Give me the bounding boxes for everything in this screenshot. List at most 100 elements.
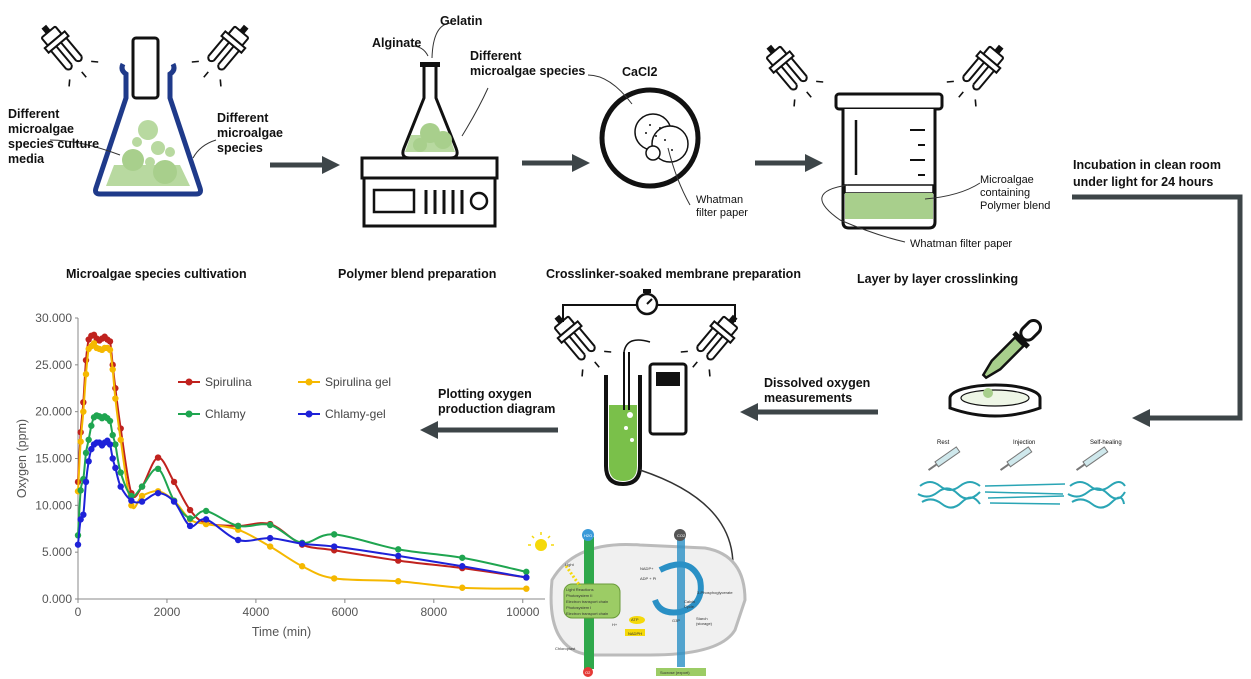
data-point bbox=[106, 417, 114, 425]
data-point bbox=[80, 408, 87, 415]
data-point bbox=[77, 438, 84, 445]
x-tick-label: 8000 bbox=[420, 605, 447, 619]
data-point bbox=[85, 458, 92, 465]
data-point bbox=[395, 557, 402, 564]
data-point bbox=[202, 520, 210, 528]
legend-swatch-marker bbox=[185, 378, 193, 386]
data-point bbox=[202, 516, 210, 523]
x-tick-label: 2000 bbox=[154, 605, 181, 619]
data-point bbox=[186, 515, 194, 522]
series-chlamy bbox=[74, 412, 530, 576]
series-spirulina-gel bbox=[74, 340, 530, 592]
data-point bbox=[77, 487, 84, 494]
data-point bbox=[74, 541, 82, 548]
data-point bbox=[88, 445, 95, 453]
hydrogel-rest-icon bbox=[917, 446, 981, 509]
data-point bbox=[298, 540, 306, 547]
data-point bbox=[82, 371, 90, 378]
svg-text:Starch: Starch bbox=[696, 616, 708, 621]
svg-text:H+: H+ bbox=[612, 622, 618, 627]
data-point bbox=[112, 441, 119, 448]
data-point bbox=[88, 422, 95, 429]
caption-cultivation: Microalgae species cultivation bbox=[66, 267, 247, 281]
svg-text:3-Phosphoglycerate: 3-Phosphoglycerate bbox=[697, 590, 733, 595]
data-point bbox=[109, 455, 116, 462]
data-point bbox=[106, 338, 114, 345]
caption-layer-crosslinking: Layer by layer crosslinking bbox=[857, 272, 1019, 286]
data-point bbox=[77, 516, 84, 523]
data-point bbox=[395, 546, 402, 553]
label-species: Different microalgae species bbox=[217, 111, 284, 155]
data-point bbox=[112, 395, 119, 402]
data-point bbox=[459, 563, 466, 570]
y-tick-label: 25.000 bbox=[35, 358, 72, 372]
label-dissolved-oxygen: Dissolved oxygen measurements bbox=[764, 376, 871, 405]
oxygen-chart: 0.0005.00010.00015.00020.00025.00030.000… bbox=[15, 311, 545, 639]
data-point bbox=[523, 585, 530, 592]
data-point bbox=[186, 522, 194, 530]
svg-text:(storage): (storage) bbox=[696, 621, 713, 626]
data-point bbox=[266, 543, 274, 550]
lamp-icon bbox=[188, 13, 262, 91]
data-point bbox=[117, 436, 124, 443]
svg-text:G3P: G3P bbox=[672, 618, 680, 623]
data-point bbox=[128, 502, 135, 509]
y-tick-label: 0.000 bbox=[42, 592, 72, 606]
data-point bbox=[330, 543, 338, 550]
y-tick-label: 5.000 bbox=[42, 545, 72, 559]
hydrogel-selfheal-icon bbox=[1067, 446, 1126, 509]
data-point bbox=[128, 497, 135, 504]
legend-entry: Chlamy bbox=[178, 407, 246, 421]
x-tick-label: 4000 bbox=[243, 605, 270, 619]
x-axis-label: Time (min) bbox=[252, 625, 311, 639]
svg-text:Calvin: Calvin bbox=[684, 599, 695, 604]
svg-text:Electron transport chain: Electron transport chain bbox=[566, 611, 608, 616]
hotplate-flask-icon bbox=[360, 62, 499, 228]
data-point bbox=[459, 584, 466, 591]
x-tick-label: 10000 bbox=[506, 605, 540, 619]
label-plotting: Plotting oxygen production diagram bbox=[438, 387, 556, 416]
data-point bbox=[234, 522, 242, 530]
data-point bbox=[112, 464, 119, 472]
data-point bbox=[170, 498, 178, 505]
data-point bbox=[523, 574, 530, 581]
label-culture-media: Different microalgae species culture med… bbox=[8, 107, 100, 166]
label-incubation: Incubation in clean room under light for… bbox=[1073, 158, 1221, 189]
data-point bbox=[80, 511, 87, 518]
svg-text:ATP: ATP bbox=[631, 617, 639, 622]
svg-text:CO2: CO2 bbox=[677, 533, 686, 538]
legend-entry: Spirulina bbox=[178, 375, 252, 389]
data-point bbox=[109, 366, 116, 373]
data-point bbox=[106, 346, 114, 354]
data-point bbox=[154, 465, 162, 473]
data-point bbox=[234, 536, 242, 544]
data-point bbox=[128, 492, 135, 500]
data-point bbox=[90, 340, 98, 347]
svg-text:Sucrose (export): Sucrose (export) bbox=[660, 670, 690, 675]
svg-text:O2: O2 bbox=[585, 670, 591, 675]
svg-text:Electron transport chain: Electron transport chain bbox=[566, 599, 608, 604]
data-point bbox=[82, 478, 90, 486]
data-point bbox=[138, 483, 146, 490]
data-point bbox=[523, 568, 530, 576]
data-point bbox=[138, 492, 146, 500]
data-point bbox=[154, 489, 162, 497]
label-gelatin: Gelatin bbox=[440, 14, 483, 28]
y-tick-label: 15.000 bbox=[35, 452, 72, 466]
culture-flask-icon bbox=[93, 36, 203, 197]
svg-text:Photosystem I: Photosystem I bbox=[566, 605, 591, 610]
data-point bbox=[266, 534, 274, 542]
lamp-icon bbox=[677, 303, 751, 381]
x-tick-label: 6000 bbox=[332, 605, 359, 619]
callout-lines bbox=[49, 22, 981, 243]
petri-dish-icon bbox=[599, 87, 701, 189]
y-tick-label: 20.000 bbox=[35, 405, 72, 419]
data-point bbox=[117, 469, 124, 476]
data-point bbox=[109, 431, 116, 439]
series-chlamy-gel bbox=[74, 437, 530, 581]
svg-text:Chloroplast: Chloroplast bbox=[555, 646, 576, 651]
data-point bbox=[85, 436, 92, 443]
chloroplast-diagram: Light NADP+ ADP + Pi 3-Phosphoglycerate … bbox=[528, 529, 747, 677]
